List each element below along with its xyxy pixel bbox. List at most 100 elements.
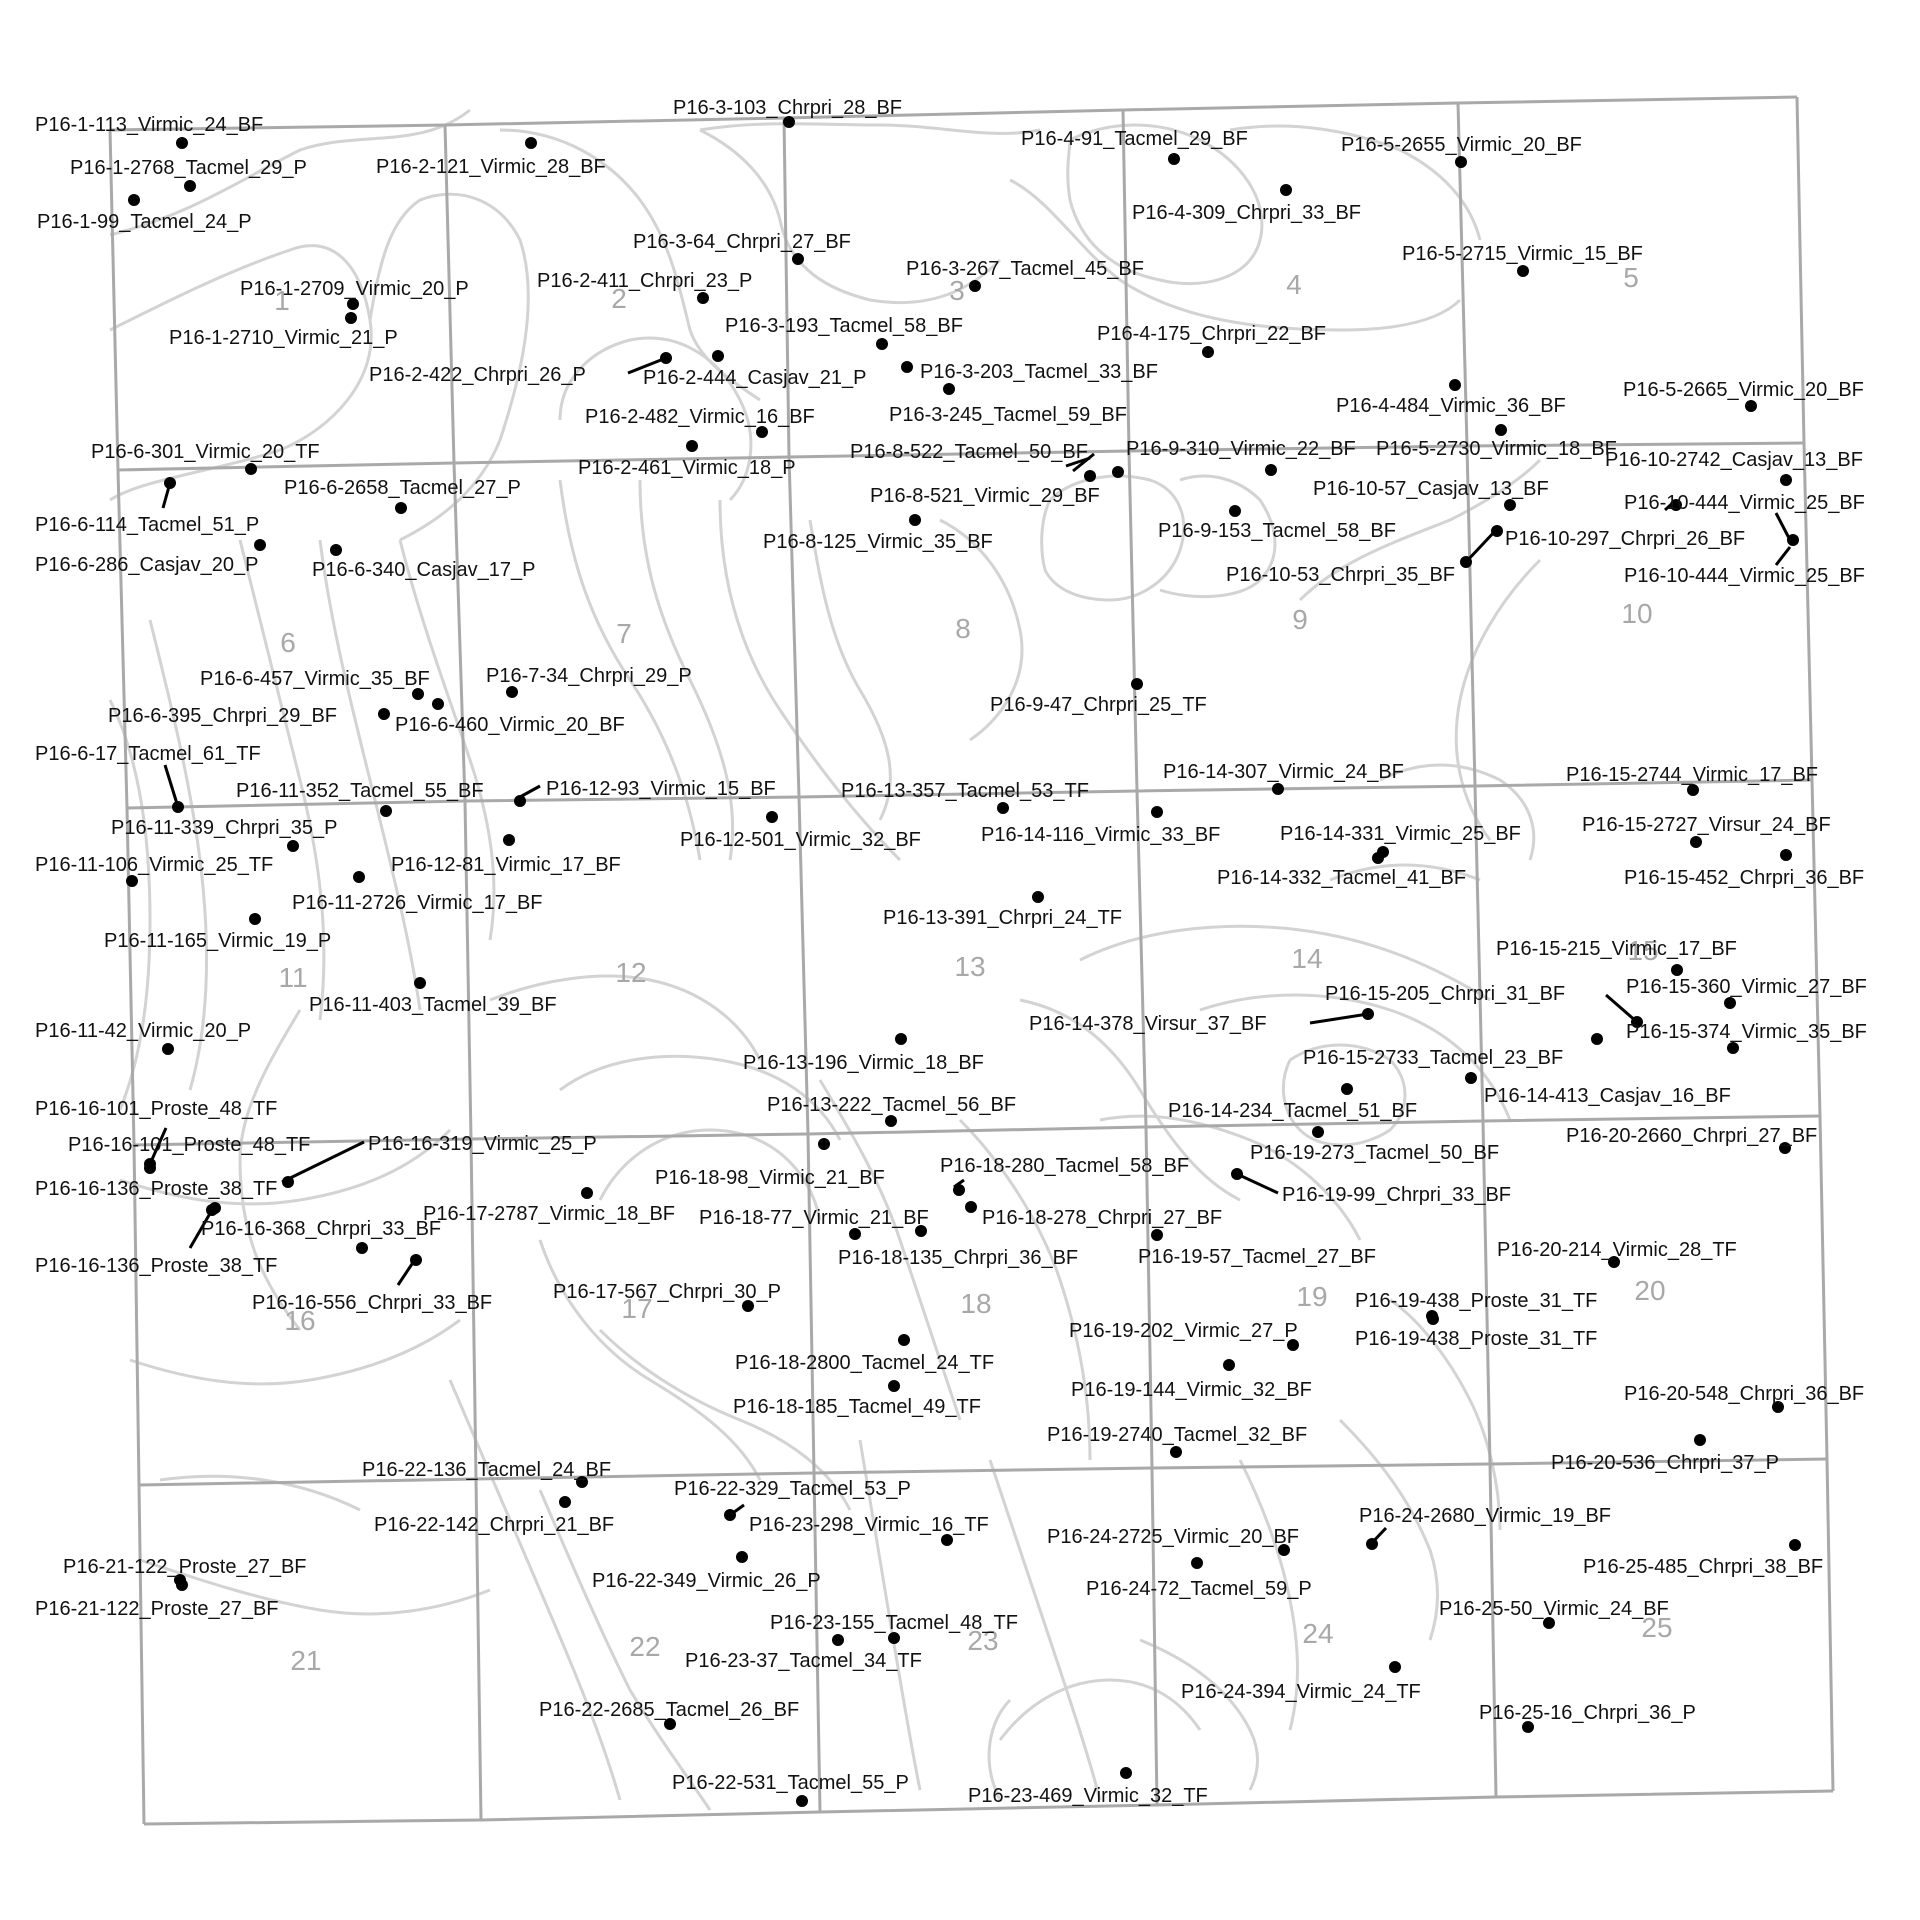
quadrat-number: 13	[954, 951, 985, 982]
sample-point	[380, 805, 392, 817]
point-label: P16-10-57_Casjav_13_BF	[1313, 478, 1549, 500]
point-label: P16-4-91_Tacmel_29_BF	[1021, 128, 1248, 150]
sample-point	[1191, 1557, 1203, 1569]
sample-point	[1366, 1538, 1378, 1550]
sample-point	[1745, 400, 1757, 412]
sample-point	[1789, 1539, 1801, 1551]
sample-point	[660, 352, 672, 364]
point-label: P16-11-42_Virmic_20_P	[35, 1020, 251, 1042]
sample-point	[1491, 525, 1503, 537]
point-label: P16-6-114_Tacmel_51_P	[35, 514, 259, 536]
quadrat-number: 10	[1621, 598, 1652, 629]
quadrat-number: 21	[290, 1645, 321, 1676]
sample-point	[1131, 678, 1143, 690]
sample-point	[1032, 891, 1044, 903]
sample-point	[1084, 470, 1096, 482]
point-label: P16-24-2725_Virmic_20_BF	[1047, 1526, 1299, 1548]
sample-point	[184, 180, 196, 192]
point-label: P16-6-301_Virmic_20_TF	[91, 441, 320, 463]
sample-point	[347, 298, 359, 310]
quadrat-number: 23	[967, 1625, 998, 1656]
quadrat-number: 4	[1286, 269, 1302, 300]
point-label: P16-14-234_Tacmel_51_BF	[1168, 1100, 1417, 1122]
point-label: P16-22-329_Tacmel_53_P	[674, 1478, 911, 1500]
sample-point	[287, 840, 299, 852]
point-label: P16-16-556_Chrpri_33_BF	[252, 1292, 492, 1314]
point-label: P16-19-202_Virmic_27_P	[1069, 1320, 1298, 1342]
point-label: P16-14-116_Virmic_33_BF	[981, 824, 1220, 846]
sample-point	[1465, 1072, 1477, 1084]
sample-point	[506, 686, 518, 698]
sample-point	[412, 688, 424, 700]
point-label: P16-3-64_Chrpri_27_BF	[633, 231, 851, 253]
sample-point	[664, 1718, 676, 1730]
sample-point	[395, 502, 407, 514]
point-label: P16-2-482_Virmic_16_BF	[585, 406, 815, 428]
sample-point	[876, 338, 888, 350]
point-label: P16-10-297_Chrpri_26_BF	[1505, 528, 1745, 550]
sample-point	[742, 1300, 754, 1312]
sample-point	[1687, 784, 1699, 796]
sample-point	[1460, 556, 1472, 568]
point-label: P16-18-280_Tacmel_58_BF	[940, 1155, 1189, 1177]
sample-point	[1120, 1767, 1132, 1779]
point-label: P16-15-374_Virmic_35_BF	[1626, 1021, 1867, 1043]
sample-point	[1389, 1661, 1401, 1673]
point-label: P16-5-2665_Virmic_20_BF	[1623, 379, 1864, 401]
quadrat-number: 18	[960, 1288, 991, 1319]
point-label: P16-17-2787_Virmic_18_BF	[423, 1203, 675, 1225]
point-label: P16-3-245_Tacmel_59_BF	[889, 404, 1127, 426]
contour-lines	[108, 108, 1542, 1811]
point-label: P16-25-50_Virmic_24_BF	[1439, 1598, 1669, 1620]
point-label: P16-18-135_Chrpri_36_BF	[838, 1247, 1078, 1269]
point-label: P16-21-122_Proste_27_BF	[63, 1556, 307, 1578]
quadrat-number: 16	[284, 1305, 315, 1336]
sample-point	[176, 137, 188, 149]
sample-point	[736, 1551, 748, 1563]
point-label: P16-8-521_Virmic_29_BF	[870, 485, 1100, 507]
sample-point	[898, 1334, 910, 1346]
sample-point	[1287, 1339, 1299, 1351]
sample-point	[1780, 474, 1792, 486]
point-label: P16-14-331_Virmic_25_BF	[1280, 823, 1521, 845]
sample-point	[1112, 466, 1124, 478]
sample-point	[1608, 1256, 1620, 1268]
sample-point	[1670, 499, 1682, 511]
point-label: P16-12-81_Virmic_17_BF	[391, 854, 621, 876]
point-label: P16-6-17_Tacmel_61_TF	[35, 743, 261, 765]
point-label: P16-6-457_Virmic_35_BF	[200, 668, 430, 690]
quadrat-number: 19	[1296, 1281, 1327, 1312]
sample-point	[282, 1176, 294, 1188]
point-label: P16-22-136_Tacmel_24_BF	[362, 1459, 611, 1481]
point-label: P16-15-360_Virmic_27_BF	[1626, 976, 1867, 998]
sample-point	[943, 383, 955, 395]
sample-point	[1278, 1544, 1290, 1556]
sample-point	[1449, 379, 1461, 391]
sample-point	[525, 137, 537, 149]
sample-point	[849, 1228, 861, 1240]
point-label: P16-6-2658_Tacmel_27_P	[284, 477, 521, 499]
point-label: P16-10-444_Virmic_25_BF	[1624, 565, 1865, 587]
sample-point	[1202, 346, 1214, 358]
quadrat-number: 15	[1627, 935, 1658, 966]
quadrat-number: 1	[274, 285, 290, 316]
point-label: P16-2-411_Chrpri_23_P	[537, 270, 752, 292]
sample-point	[783, 116, 795, 128]
sample-point	[1151, 1229, 1163, 1241]
sample-point	[1168, 153, 1180, 165]
sample-point	[832, 1634, 844, 1646]
point-label: P16-15-452_Chrpri_36_BF	[1624, 867, 1864, 889]
sample-point	[1772, 1401, 1784, 1413]
quadrat-number: 8	[955, 613, 971, 644]
point-label: P16-24-2680_Virmic_19_BF	[1359, 1505, 1611, 1527]
point-label: P16-22-2685_Tacmel_26_BF	[539, 1699, 799, 1721]
point-label: P16-13-357_Tacmel_53_TF	[841, 780, 1089, 802]
sample-point	[1631, 1016, 1643, 1028]
sample-point	[1170, 1446, 1182, 1458]
sample-point	[697, 292, 709, 304]
point-label: P16-19-273_Tacmel_50_BF	[1250, 1142, 1499, 1164]
sample-point	[766, 811, 778, 823]
point-label: P16-20-2660_Chrpri_27_BF	[1566, 1125, 1817, 1147]
point-label: P16-23-298_Virmic_16_TF	[749, 1514, 989, 1536]
quadrat-number: 17	[621, 1293, 652, 1324]
